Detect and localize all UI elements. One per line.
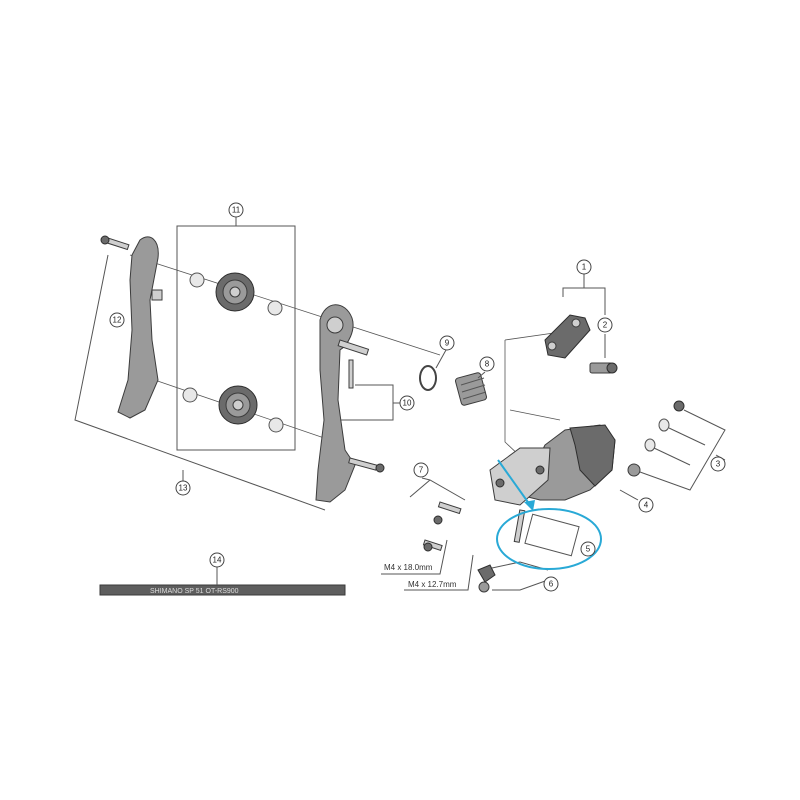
callout-4: 4 [638, 497, 654, 513]
cage-stop-parts [477, 564, 496, 593]
highlight-annotation [496, 459, 602, 570]
leader-13 [74, 254, 326, 511]
callout-14: 14 [209, 552, 225, 568]
stop-bolt [348, 359, 354, 389]
svg-text:7: 7 [419, 466, 424, 475]
svg-text:5: 5 [586, 545, 591, 554]
upper-washer-left [189, 272, 205, 288]
lower-pulley [218, 385, 258, 425]
adjust-bolt [589, 362, 618, 374]
callout-1: 1 [576, 259, 592, 275]
svg-text:11: 11 [232, 206, 241, 215]
upper-pulley [215, 272, 255, 312]
svg-text:9: 9 [445, 339, 450, 348]
svg-text:8: 8 [485, 360, 490, 369]
lower-cage-bolt [348, 457, 385, 473]
svg-text:14: 14 [213, 556, 222, 565]
callout-11: 11 [228, 202, 244, 218]
cage-pivot [326, 316, 344, 334]
lower-washer-left [182, 387, 198, 403]
svg-text:1: 1 [582, 263, 587, 272]
body-pivot-a [495, 478, 505, 488]
tension-spring [454, 372, 488, 406]
svg-text:4: 4 [644, 501, 649, 510]
callout-13: 13 [175, 480, 191, 496]
upper-washer-right [267, 300, 283, 316]
callout-8: 8 [479, 356, 495, 372]
callout-6: 6 [543, 576, 559, 592]
svg-text:6: 6 [549, 580, 554, 589]
inner-cage-plate [117, 236, 159, 419]
callout-7: 7 [413, 462, 429, 478]
svg-text:3: 3 [716, 460, 721, 469]
body-link [489, 447, 551, 506]
cage-pin-screw [100, 235, 130, 251]
body-upper-arm [569, 424, 616, 487]
cable-print-text: SHIMANO SP 51 OT-RS900 [150, 588, 239, 595]
cable-adjust-parts [627, 400, 685, 477]
bolt-m4-12 [422, 539, 443, 552]
spring-clip [419, 365, 437, 391]
bracket-5 [524, 513, 580, 557]
outer-cage-plate [315, 304, 356, 503]
spec-short-bolt: M4 x 12.7mm [408, 580, 457, 589]
svg-text:10: 10 [403, 399, 412, 408]
svg-text:13: 13 [179, 484, 188, 493]
callout-10: 10 [399, 395, 415, 411]
cage-tab [151, 289, 163, 301]
callout-9: 9 [439, 335, 455, 351]
callout-5: 5 [580, 541, 596, 557]
b-tension-bracket [544, 314, 591, 359]
spec-long-bolt: M4 x 18.0mm [384, 563, 433, 572]
pivot-axle [337, 339, 370, 356]
svg-text:2: 2 [603, 321, 608, 330]
svg-text:12: 12 [113, 316, 122, 325]
callout-3: 3 [710, 456, 726, 472]
lower-washer-right [268, 417, 284, 433]
callout-2: 2 [597, 317, 613, 333]
fixing-screw [513, 509, 526, 543]
body-pivot-b [535, 465, 545, 475]
callout-12: 12 [109, 312, 125, 328]
bolt-m4-18 [433, 501, 462, 525]
cable-housing: SHIMANO SP 51 OT-RS900 [99, 584, 346, 596]
